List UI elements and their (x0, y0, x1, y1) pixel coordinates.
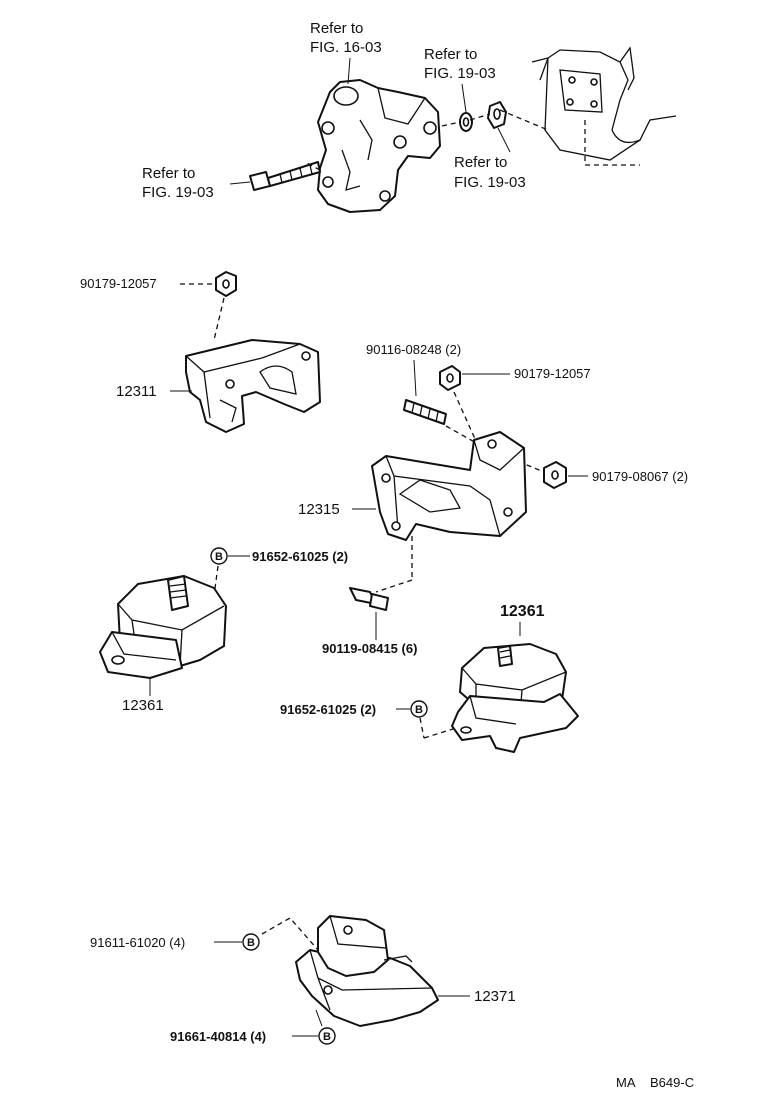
ref-fig-19-03-nut-line1: Refer to (454, 154, 507, 171)
part-label-12311: 12311 (116, 383, 157, 400)
mount-12361-right-part (451, 643, 579, 753)
ref-fig-19-03-bolt-line1: Refer to (142, 165, 195, 182)
part-label-12371: 12371 (474, 988, 516, 1005)
bolt-mount-part (349, 587, 389, 611)
nut-stud-part (439, 365, 461, 391)
bolt-reference (249, 161, 321, 191)
mount-12361-left-part (99, 575, 227, 679)
callout-b-rear-lower: B (318, 1027, 336, 1045)
part-label-91661-40814: 91661-40814 (4) (170, 1029, 266, 1044)
part-label-12315: 12315 (298, 501, 340, 518)
ref-fig-16-03-line2: FIG. 16-03 (310, 39, 382, 56)
svg-text:B: B (415, 704, 423, 716)
diagram-code: B649-C (650, 1075, 694, 1090)
part-label-12361-right: 12361 (500, 603, 545, 620)
part-label-90179-08067: 90179-08067 (2) (592, 469, 688, 484)
callout-letter: B (215, 551, 223, 563)
engine-block-reference (304, 46, 677, 171)
nut-reference (487, 101, 511, 153)
svg-text:B: B (323, 1031, 331, 1043)
ref-fig-19-03-bolt-line2: FIG. 19-03 (142, 184, 214, 201)
ref-fig-19-03-nut-line2: FIG. 19-03 (454, 174, 526, 191)
callout-b-right: B (410, 700, 428, 718)
mount-12371-part (295, 915, 439, 1027)
nut-side-part (543, 461, 567, 489)
part-label-91652-61025-left: 91652-61025 (2) (252, 549, 348, 564)
svg-text:B: B (247, 937, 255, 949)
part-label-91611-61020: 91611-61020 (4) (90, 935, 185, 950)
part-label-90116-08248: 90116-08248 (2) (366, 342, 461, 357)
diagram-code-prefix: MA (616, 1075, 636, 1090)
callout-b-left: B (210, 547, 228, 565)
part-label-12361-left: 12361 (122, 697, 164, 714)
bracket-12311-part (185, 339, 321, 433)
stud-part (403, 399, 447, 425)
part-label-90179-12057-stud: 90179-12057 (514, 366, 591, 381)
callout-b-rear-upper: B (242, 933, 260, 951)
engine-bracket-reference-part (317, 79, 441, 213)
bracket-12315-part (371, 431, 527, 541)
part-label-90119-08415: 90119-08415 (6) (322, 641, 417, 656)
part-label-91652-61025-right: 91652-61025 (2) (280, 702, 376, 717)
nut-part (215, 271, 237, 297)
ref-fig-19-03-washer-line1: Refer to (424, 46, 477, 63)
part-label-90179-12057-top: 90179-12057 (80, 276, 157, 291)
ref-fig-19-03-washer-line2: FIG. 19-03 (424, 65, 496, 82)
washer-reference (459, 112, 473, 132)
ref-fig-16-03-line1: Refer to (310, 20, 363, 37)
